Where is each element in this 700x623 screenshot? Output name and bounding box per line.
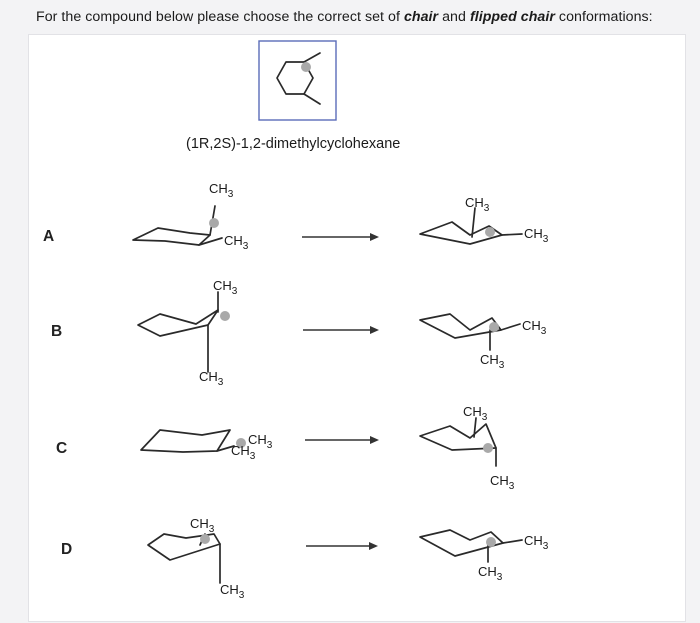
- option-d-flipped-chair[interactable]: CH3 CH3: [419, 529, 549, 583]
- methyl-label: CH3: [490, 473, 515, 492]
- question-middle: and: [438, 9, 470, 25]
- methyl-label: CH3: [465, 195, 490, 214]
- methyl-label: CH3: [522, 318, 547, 337]
- option-label-b[interactable]: B: [51, 323, 63, 340]
- methyl-label: CH3: [224, 233, 249, 252]
- option-b-flipped-chair[interactable]: CH3 CH3: [419, 313, 547, 371]
- question-suffix: conformations:: [554, 9, 653, 25]
- option-a-arrow: [302, 233, 379, 241]
- methyl-label: CH3: [524, 533, 549, 552]
- option-a-flipped-chair[interactable]: CH3 CH3: [419, 195, 549, 245]
- methyl-label: CH3: [190, 516, 215, 535]
- option-label-c[interactable]: C: [56, 440, 68, 457]
- methyl-label: CH3: [463, 404, 488, 423]
- question-prefix: For the compound below please choose the…: [36, 9, 404, 25]
- option-c-arrow: [305, 436, 379, 444]
- methyl-label: CH3: [480, 352, 505, 371]
- option-c-flipped-chair[interactable]: CH3 CH3: [419, 404, 515, 492]
- option-label-d[interactable]: D: [61, 541, 73, 558]
- methyl-label: CH3: [231, 443, 256, 462]
- option-d-arrow: [306, 542, 378, 550]
- methyl-label: CH3: [220, 582, 245, 601]
- question-text: For the compound below please choose the…: [36, 9, 653, 25]
- question-term-chair: chair: [403, 9, 439, 25]
- option-c-chair[interactable]: CH3 CH3: [140, 429, 273, 462]
- option-d-chair[interactable]: CH3 CH3: [147, 516, 245, 601]
- question-panel: [28, 34, 686, 622]
- methyl-label: CH3: [524, 226, 549, 245]
- methyl-label: CH3: [209, 181, 234, 200]
- option-a-chair[interactable]: CH3 CH3: [132, 181, 249, 252]
- option-label-a[interactable]: A: [43, 228, 55, 245]
- compound-name: (1R,2S)-1,2-dimethylcyclohexane: [186, 136, 401, 152]
- option-b-chair[interactable]: CH3 CH3: [137, 278, 238, 388]
- methyl-label: CH3: [199, 369, 224, 388]
- methyl-label: CH3: [248, 432, 273, 451]
- methyl-label: CH3: [478, 564, 503, 583]
- option-b-arrow: [303, 326, 379, 334]
- question-term-flipped-chair: flipped chair: [469, 9, 555, 25]
- methyl-label: CH3: [213, 278, 238, 297]
- skeletal-structure: [258, 40, 337, 121]
